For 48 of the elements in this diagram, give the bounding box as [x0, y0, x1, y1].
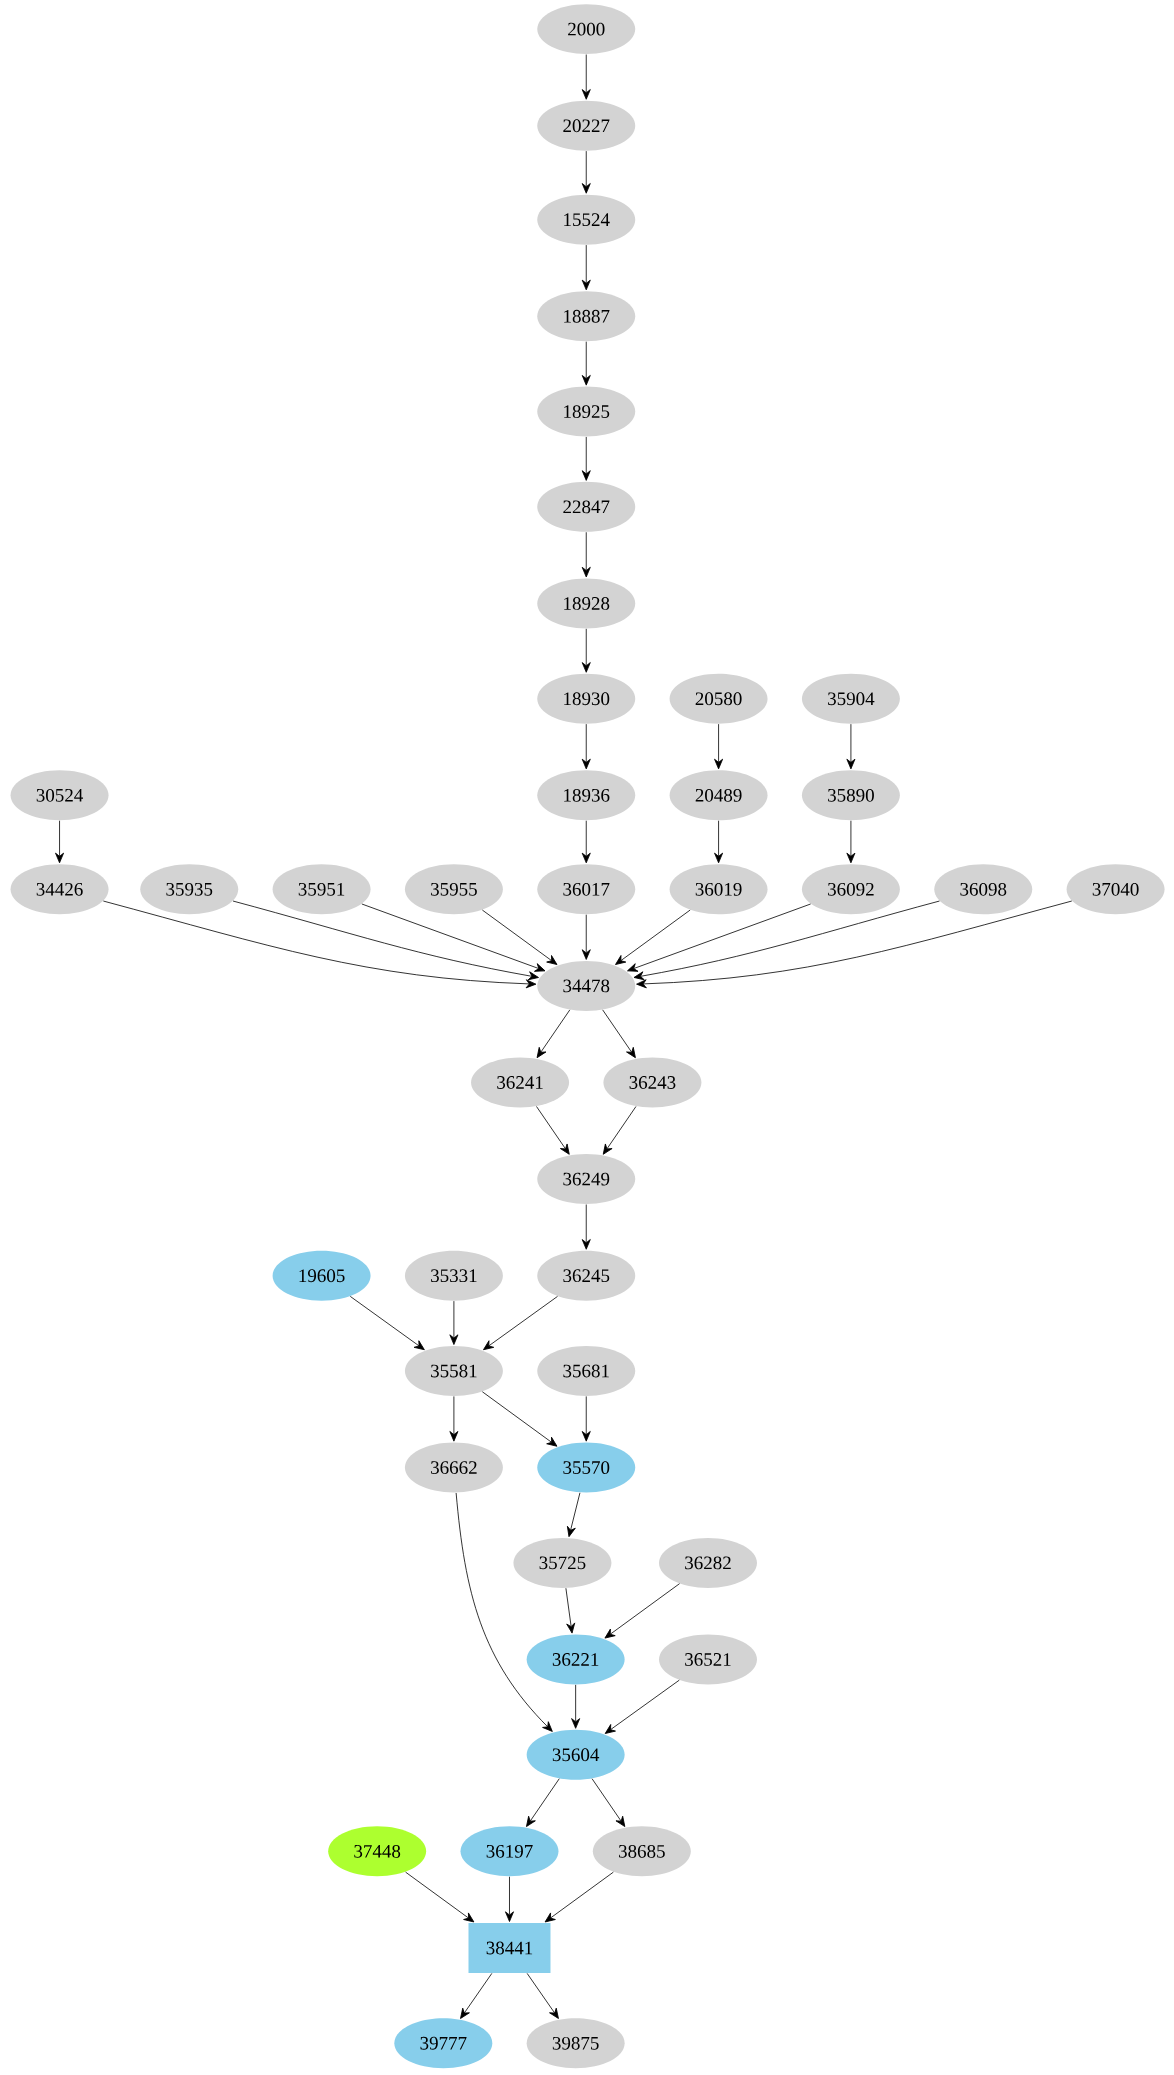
arrow [232, 900, 539, 981]
arrow [567, 1492, 581, 1538]
arrow [526, 1972, 559, 2019]
arrow [714, 820, 724, 864]
arrow [602, 1106, 637, 1155]
arrow [103, 900, 537, 989]
arrow [449, 1300, 459, 1345]
arrow [455, 1492, 553, 1732]
arrow [581, 1396, 591, 1442]
arrow [602, 1009, 636, 1059]
arrow [581, 1204, 591, 1250]
arrow [55, 820, 65, 864]
arrow [581, 820, 591, 864]
arrow [846, 820, 856, 864]
arrow [581, 54, 591, 100]
arrow [405, 1871, 475, 1923]
arrow [571, 1684, 581, 1729]
arrow [636, 900, 1073, 989]
arrow [581, 723, 591, 770]
arrow [482, 1391, 558, 1447]
arrow [536, 1106, 570, 1155]
arrow [581, 628, 591, 673]
arrow [581, 914, 591, 960]
arrow [460, 1972, 493, 2019]
arrow [565, 1587, 576, 1634]
arrow [846, 723, 856, 770]
arrow [581, 244, 591, 291]
arrow [604, 1679, 680, 1734]
arrow [604, 1583, 681, 1639]
arrow [505, 1876, 515, 1922]
arrow [483, 1296, 559, 1351]
arrow [361, 903, 546, 972]
arrow [627, 903, 812, 972]
arrow [633, 900, 940, 981]
arrow [581, 150, 591, 194]
arrow [544, 1871, 614, 1923]
arrow [536, 1009, 571, 1059]
arrow [615, 909, 691, 965]
arrow [349, 1296, 425, 1351]
arrow [714, 723, 724, 770]
arrow [581, 531, 591, 578]
arrow [591, 1778, 626, 1827]
arrow [526, 1778, 560, 1827]
arrow [581, 341, 591, 386]
process-box: 38441 [468, 1923, 551, 1973]
arrow [449, 1396, 459, 1442]
arrow [482, 909, 558, 965]
arrow [581, 436, 591, 481]
